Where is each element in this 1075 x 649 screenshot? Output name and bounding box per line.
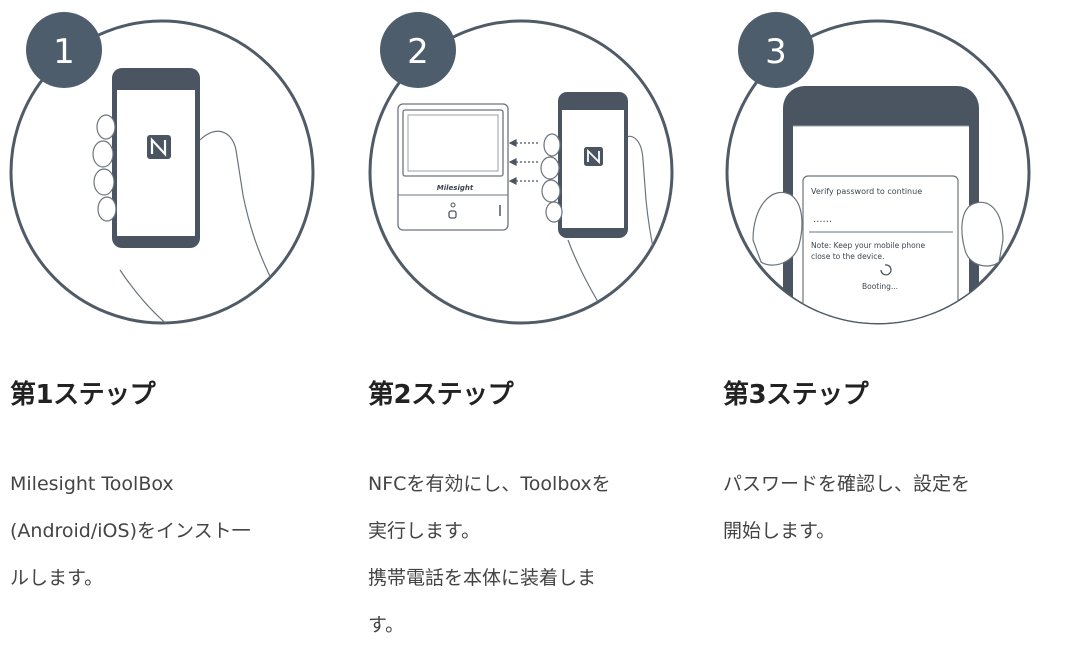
note-line-2: close to the device. xyxy=(811,252,884,261)
password-field-value: ······ xyxy=(813,217,832,228)
step-number-badge: 2 xyxy=(380,12,456,88)
description-line: NFCを有効にし、Toolboxを xyxy=(368,473,611,495)
nfc-icon xyxy=(584,147,603,166)
device-brand-label: Milesight xyxy=(437,184,474,192)
step-3-card: Verify password to continue ······ Note:… xyxy=(713,0,1043,643)
description-line: 携帯電話を本体に装着しま xyxy=(368,567,597,589)
milesight-device: Milesight xyxy=(397,103,509,231)
verify-password-dialog: Verify password to continue ······ Note:… xyxy=(802,175,959,323)
step-1-title: 第1ステップ xyxy=(10,380,156,410)
loading-spinner-icon xyxy=(880,264,892,276)
description-line: パスワードを確認し、設定を xyxy=(723,473,971,495)
note-line-1: Note: Keep your mobile phone xyxy=(811,241,926,250)
step-number-badge: 1 xyxy=(26,12,102,88)
description-line: 実行します。 xyxy=(368,520,481,542)
step-2-card: Milesight xyxy=(358,0,688,643)
step-number-badge: 3 xyxy=(738,12,814,88)
svg-text:1: 1 xyxy=(53,32,75,72)
arrow-left-icon xyxy=(508,139,540,185)
step-1-card: 1 第1ステップ Milesight ToolBox (Android/iOS)… xyxy=(0,0,330,643)
svg-text:2: 2 xyxy=(407,32,429,72)
step-3-illustration: Verify password to continue ······ Note:… xyxy=(725,12,1031,325)
description-line: 開始します。 xyxy=(723,520,836,542)
booting-status: Booting... xyxy=(862,282,898,291)
step-3-title: 第3ステップ xyxy=(723,380,869,410)
svg-text:3: 3 xyxy=(765,32,787,72)
step-1-illustration: 1 xyxy=(9,12,315,325)
description-line: Milesight ToolBox xyxy=(10,473,174,495)
nfc-icon xyxy=(147,135,171,159)
dialog-prompt: Verify password to continue xyxy=(811,187,922,196)
step-2-description: NFCを有効にし、Toolboxを 実行します。 携帯電話を本体に装着しま す。 xyxy=(368,461,678,649)
step-3-description: パスワードを確認し、設定を 開始します。 xyxy=(723,461,1033,555)
step-2-illustration: Milesight xyxy=(368,12,674,325)
description-line: す。 xyxy=(368,614,405,636)
step-1-description: Milesight ToolBox (Android/iOS)をインスト一 ルし… xyxy=(10,461,320,602)
step-2-title: 第2ステップ xyxy=(368,380,514,410)
description-line: (Android/iOS)をインスト一 xyxy=(10,520,251,542)
description-line: ルします。 xyxy=(10,567,104,589)
